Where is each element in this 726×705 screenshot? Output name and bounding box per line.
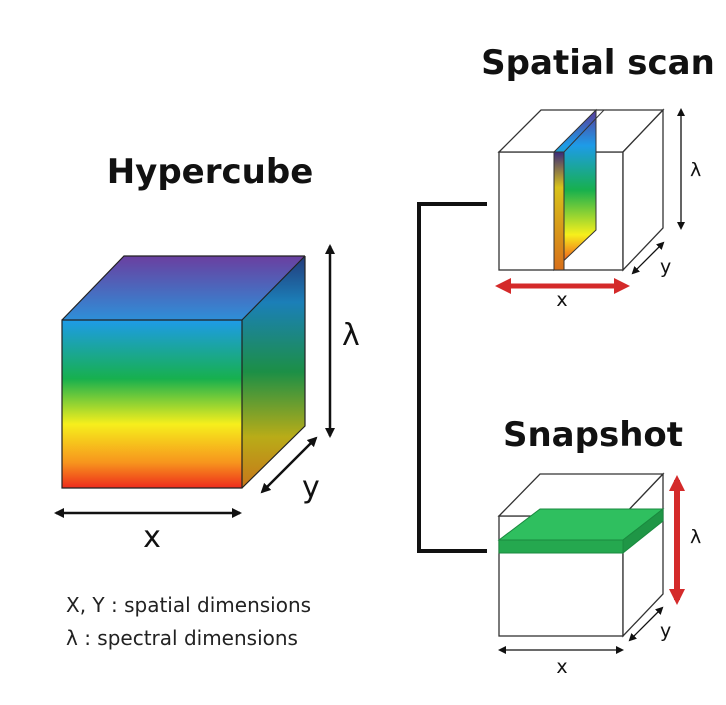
legend-spatial-dimensions: X, Y : spatial dimensions — [66, 593, 311, 617]
spatial-scan-title: Spatial scan — [481, 43, 715, 83]
snapshot-title: Snapshot — [503, 415, 683, 455]
spatial-scan-x-label: x — [556, 289, 567, 311]
snapshot-slice-front — [498, 539, 624, 554]
snapshot-x-label: x — [556, 656, 567, 678]
snapshot-y-label: y — [660, 620, 671, 642]
spatial-scan-slice-front — [553, 151, 565, 271]
snapshot-y-arrow — [628, 606, 664, 642]
legend-spectral-dimensions: λ : spectral dimensions — [66, 626, 298, 650]
spatial-scan-cube — [497, 108, 665, 272]
snapshot-slice-side — [622, 507, 664, 555]
hypercube-side-face — [242, 256, 305, 488]
hypercube-top-face — [62, 256, 305, 320]
hypercube-lambda-label: λ — [342, 318, 360, 353]
hypercube-y-label: y — [302, 470, 320, 505]
snapshot-lambda-label: λ — [690, 526, 701, 548]
spatial-scan-y-label: y — [660, 256, 671, 278]
hypercube-front-face — [62, 320, 242, 488]
hypercube-x-label: x — [143, 520, 161, 555]
hypercube-cube — [61, 255, 306, 489]
hypercube-title: Hypercube — [107, 152, 314, 192]
spatial-scan-lambda-label: λ — [690, 159, 701, 181]
spatial-scan-y-arrow — [631, 241, 665, 275]
hypercube-y-arrow — [260, 436, 318, 494]
snapshot-cube — [497, 472, 665, 638]
connector-bracket — [417, 202, 487, 553]
